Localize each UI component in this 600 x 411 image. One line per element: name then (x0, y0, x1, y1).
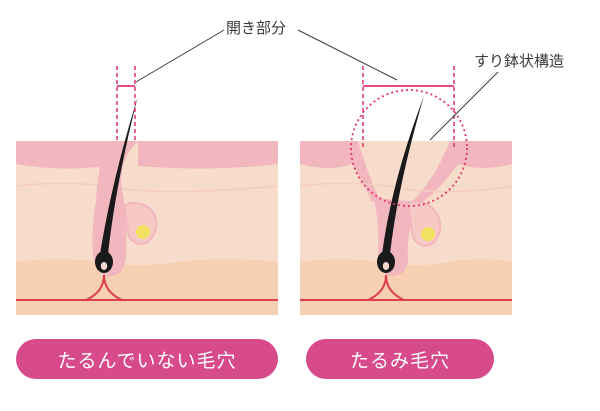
funnel-highlight-circle (350, 89, 468, 207)
left-fat-layer (16, 259, 278, 315)
opening-leader-right (297, 29, 398, 81)
right-funnel-guide (350, 66, 468, 207)
opening-label: 開き部分 (226, 19, 286, 37)
right-skin-panel (299, 96, 513, 315)
left-skin-panel (15, 96, 279, 315)
left-opening-guide (116, 66, 136, 140)
opening-callout: 開き部分 (135, 19, 398, 83)
right-blood-vessel (300, 274, 512, 301)
right-dermal-papilla (382, 262, 390, 270)
opening-leader-left (135, 29, 225, 83)
sebum (136, 225, 150, 239)
hair-strand-icon (382, 96, 424, 254)
funnel-leader (429, 71, 499, 141)
non-sagging-pore-label: たるんでいない毛穴 (16, 339, 278, 379)
hair-strand-icon (100, 96, 138, 254)
sagging-pore-label: たるみ毛穴 (306, 339, 494, 379)
left-epidermis (16, 141, 278, 169)
sebum (421, 227, 435, 241)
left-blood-vessel (16, 274, 278, 301)
funnel-label: すり鉢状構造 (474, 52, 564, 70)
right-epidermis (300, 141, 512, 204)
left-dermal-papilla (100, 262, 108, 270)
funnel-callout: すり鉢状構造 (429, 52, 564, 141)
